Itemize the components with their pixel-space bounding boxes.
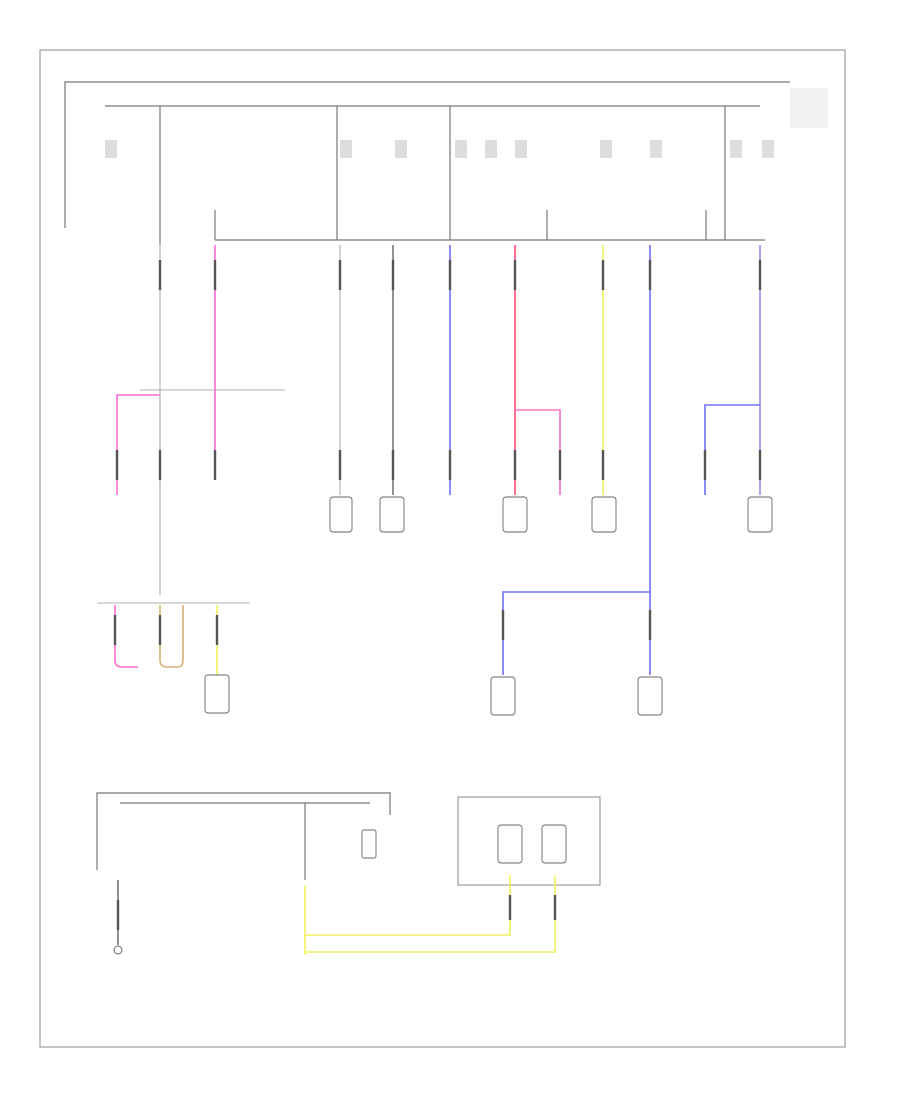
wire-yellow-bottom-1 [305,875,511,936]
component-c10 [541,824,567,864]
wire-blue-branch [502,591,650,675]
connector-stubs [113,260,762,645]
bottom-relay [361,829,377,859]
component-c2 [379,496,405,533]
bottom-connector-stubs [116,895,557,930]
diagram-frame [39,49,846,1048]
component-c5 [747,496,773,533]
fuse-markers [105,140,774,158]
wire-magenta-5b [515,409,561,495]
components [204,496,773,716]
bottom-feed-line [96,792,391,870]
component-c8 [637,676,663,716]
component-c9 [497,824,523,864]
fuse-drops [159,106,726,245]
top-right-label-block [790,88,828,128]
top-feed-line [64,81,790,228]
component-c6 [204,674,230,714]
wire-blue-8b [704,404,760,495]
component-c1 [329,496,353,533]
component-c3 [502,496,528,533]
bottom-right-module-box [457,796,601,886]
wire-pink-left-branch [116,394,160,495]
wire-yellow-bottom-2 [305,875,556,953]
component-c4 [591,496,617,533]
ground-point [113,945,123,955]
wire-tan-loop [159,605,184,668]
component-c7 [490,676,516,716]
wire-pink-loop [114,605,138,668]
